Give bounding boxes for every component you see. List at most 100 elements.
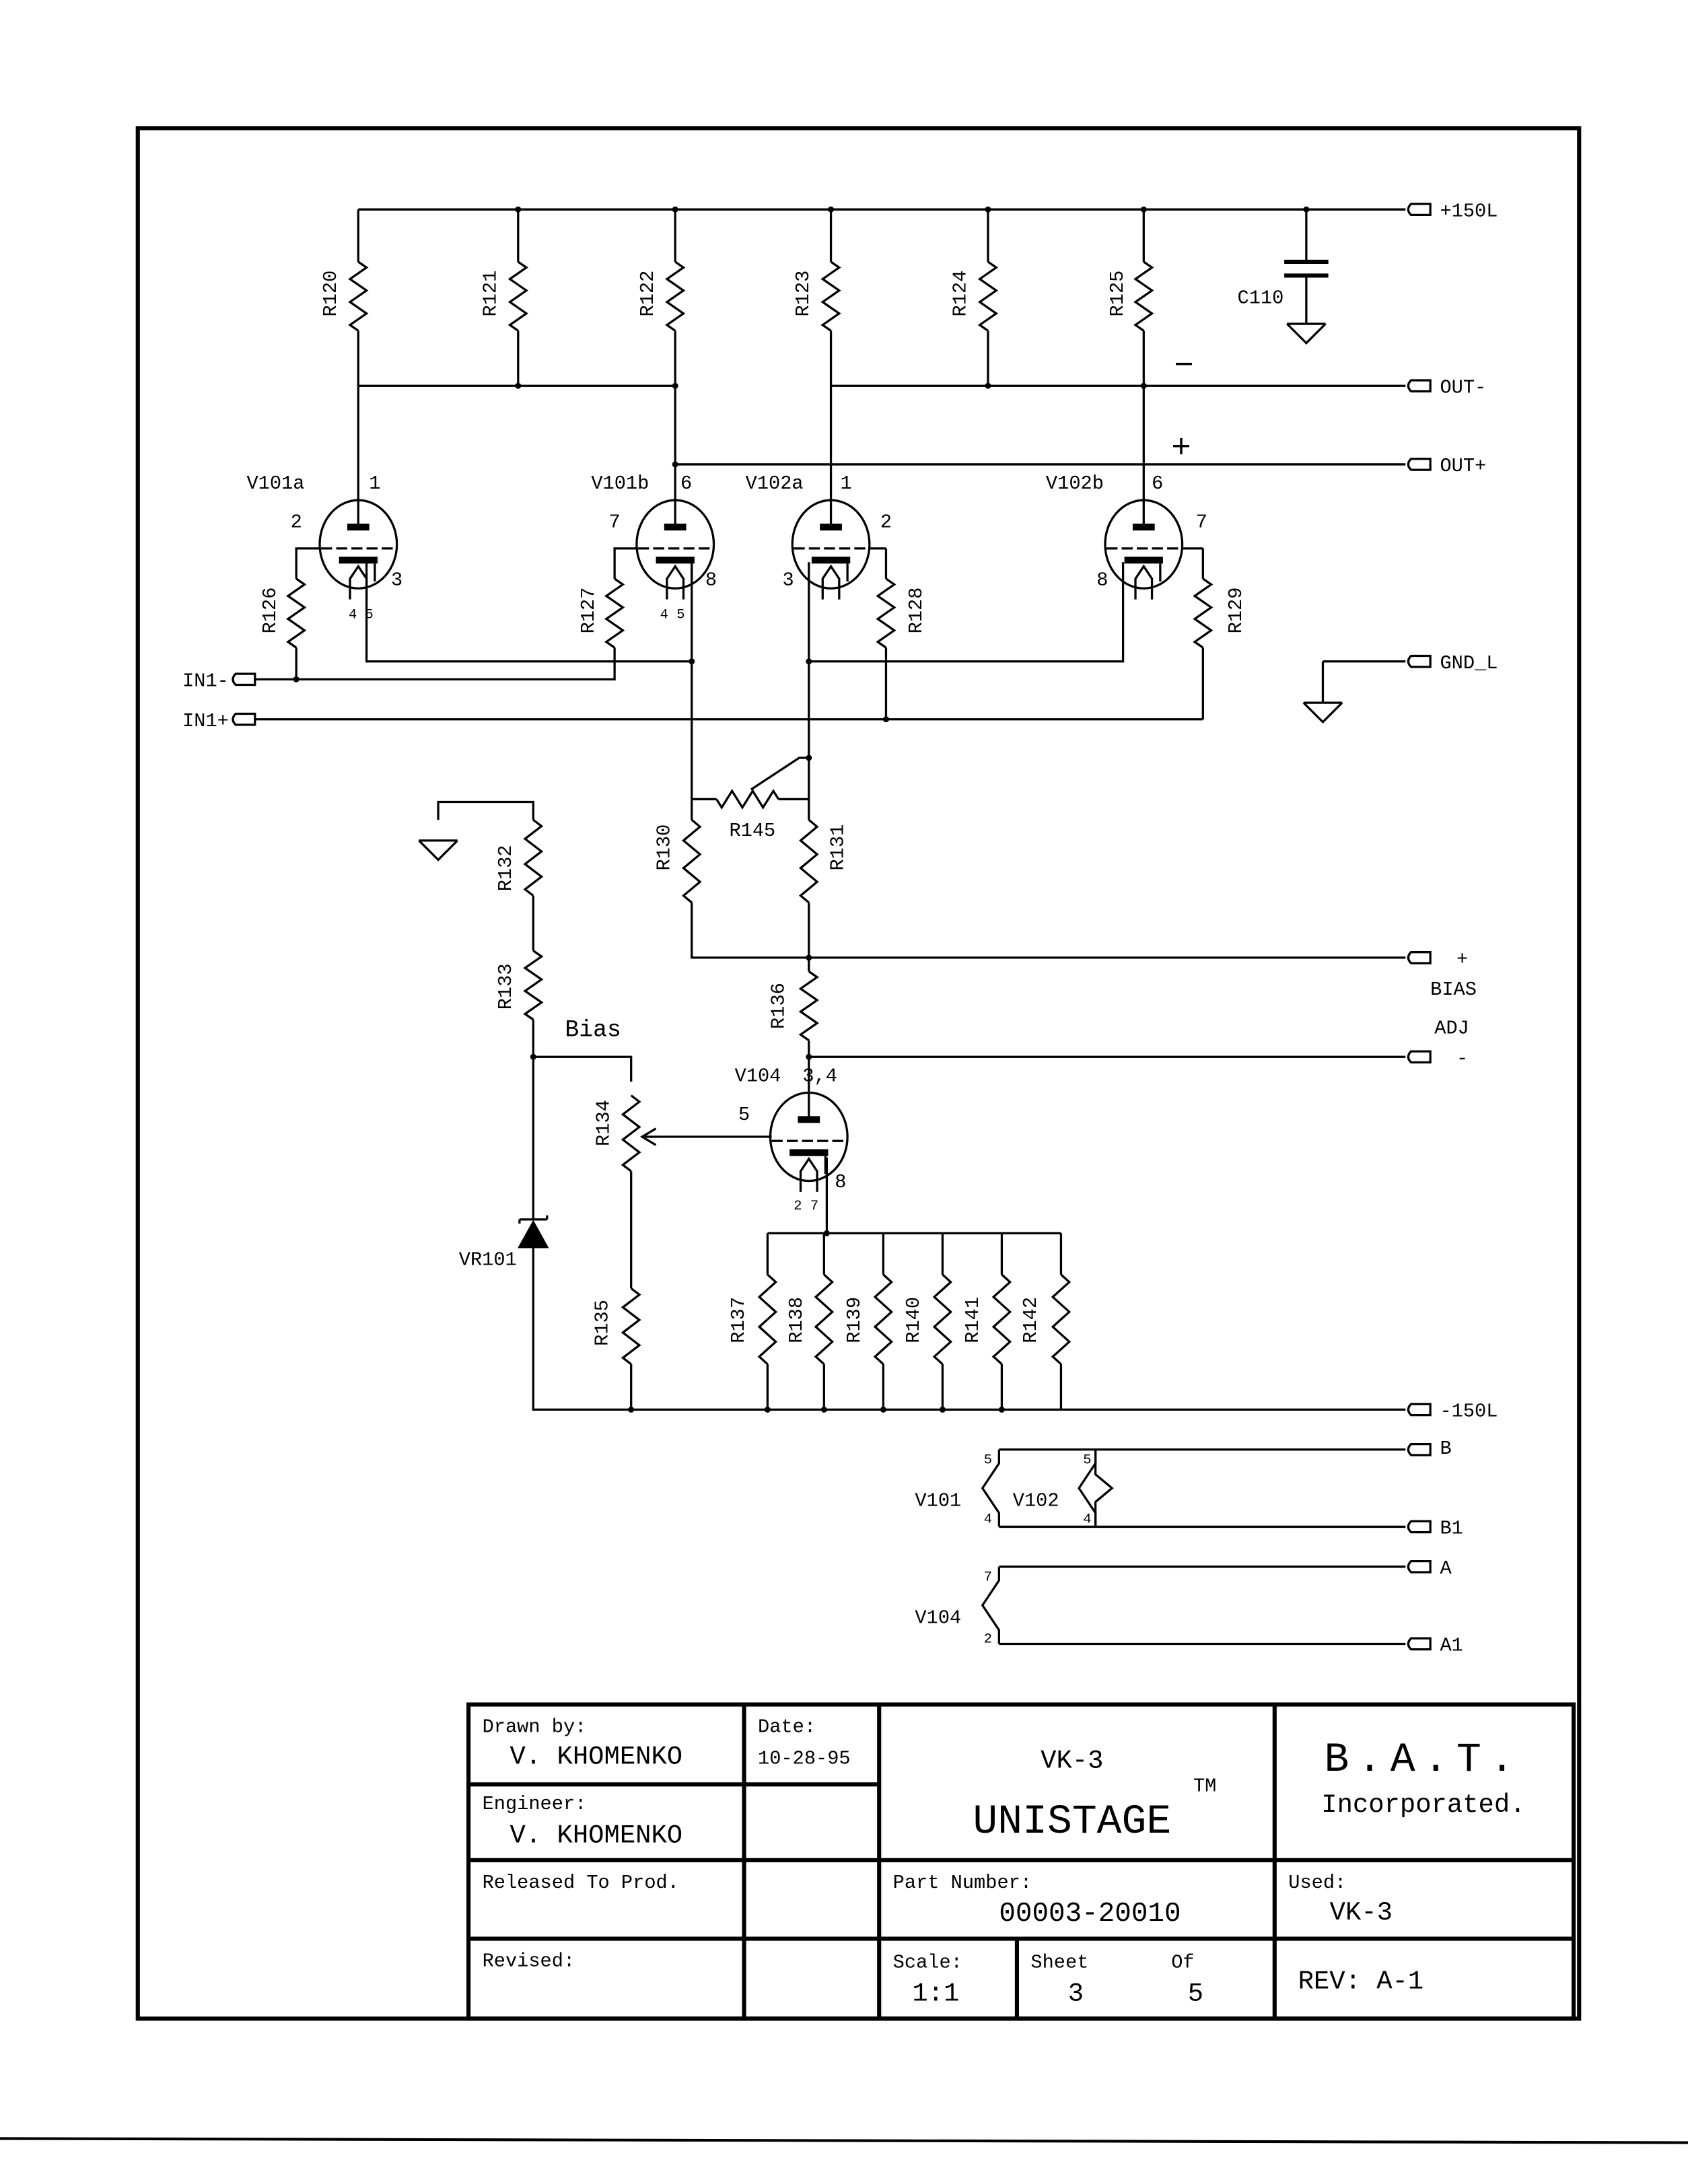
resistor-zigzag — [798, 971, 819, 1042]
product-model: VK-3 — [1041, 1747, 1103, 1776]
resistor-r129 — [1193, 577, 1214, 649]
tube-pin: 8 — [705, 569, 717, 591]
bias-label: Bias — [565, 1018, 621, 1044]
resistor-r126 — [286, 577, 307, 649]
tube-v102a — [791, 499, 871, 600]
resistor-zigzag — [1051, 1273, 1071, 1366]
resistor-r123 — [820, 260, 841, 332]
resistor-r132 — [523, 818, 544, 897]
net-label-out-minus: OUT- — [1440, 376, 1486, 398]
resistor-zigzag — [604, 577, 625, 649]
net-label-b1: B1 — [1440, 1518, 1463, 1540]
tube-v101b — [635, 499, 715, 600]
resistor-label: R129 — [1225, 588, 1247, 634]
net-label-adj: ADJ — [1434, 1017, 1469, 1039]
resistor-zigzag — [523, 818, 544, 897]
tube-pin: 1 — [369, 472, 380, 495]
resistor-r120 — [348, 260, 369, 332]
tube-pin: 5 — [738, 1104, 750, 1126]
junction-dot — [806, 954, 812, 961]
resistor-r142 — [1051, 1273, 1071, 1366]
trademark: TM — [1193, 1775, 1216, 1798]
of: 5 — [1188, 1979, 1203, 2009]
date: 10-28-95 — [758, 1748, 851, 1770]
connector-icon — [1407, 203, 1432, 217]
company-sub: Incorporated. — [1321, 1790, 1525, 1820]
tube-pin: 1 — [840, 472, 851, 495]
polarity-plus: + — [1171, 430, 1191, 468]
resistor-label: R136 — [767, 983, 789, 1029]
resistor-label: R130 — [653, 824, 675, 871]
connector-icon — [1407, 1559, 1432, 1574]
heater-label-v104: V104 — [915, 1607, 961, 1629]
wire — [365, 562, 692, 663]
company: B.A.T. — [1324, 1737, 1522, 1784]
revised-label: Revised: — [483, 1950, 575, 1973]
resistor-r133 — [523, 950, 544, 1021]
resistor-r141 — [991, 1273, 1012, 1366]
tube-v104 — [769, 1091, 849, 1192]
tube-pin: 3 — [391, 569, 402, 591]
resistor-label: R127 — [577, 588, 600, 634]
tube-pin: 3 — [782, 569, 794, 591]
title-block: Drawn by: V. KHOMENKO Date: 10-28-95 Eng… — [466, 1702, 1576, 2021]
tube-plate — [820, 523, 842, 531]
resistor-label: R133 — [495, 963, 517, 1010]
resistor-label: R137 — [728, 1297, 750, 1343]
heater-label-v101: V101 — [915, 1490, 961, 1512]
connector-icon — [1407, 1637, 1432, 1651]
junction-dot — [672, 461, 678, 468]
tube-pin: 2 7 — [794, 1199, 818, 1214]
junction-dot — [823, 1230, 830, 1236]
junction-dot — [530, 1053, 536, 1060]
resistor-r124 — [977, 260, 999, 332]
revision: REV: A-1 — [1298, 1967, 1424, 1996]
junction-dot — [689, 658, 695, 665]
resistor-label: R141 — [962, 1297, 984, 1343]
resistor-r135 — [621, 1287, 641, 1366]
part-number-label: Part Number: — [893, 1872, 1032, 1894]
heater-pin: 5 — [984, 1452, 992, 1468]
connector-icon — [232, 672, 256, 686]
resistor-zigzag — [977, 260, 999, 332]
junction-dot — [985, 206, 991, 213]
wire — [613, 547, 637, 579]
net-label-a1: A1 — [1440, 1635, 1463, 1657]
tube-heater — [666, 564, 685, 600]
tube-cathode — [656, 557, 695, 564]
net-label-bias-plus: + — [1456, 948, 1468, 971]
resistor-zigzag — [798, 818, 819, 904]
heater-winding-icon — [1094, 1449, 1114, 1527]
tube-pin: 8 — [1096, 569, 1108, 591]
resistor-zigzag — [286, 577, 307, 649]
wire — [437, 800, 534, 820]
scale: 1:1 — [912, 1979, 959, 2009]
resistor-label: R123 — [792, 271, 814, 317]
resistor-label: R120 — [320, 271, 342, 317]
connector-icon — [1407, 654, 1432, 668]
polarity-minus: − — [1174, 347, 1193, 385]
heater-pin: 7 — [984, 1570, 992, 1585]
tube-pin: 7 — [609, 512, 621, 534]
resistor-label: R142 — [1020, 1297, 1042, 1343]
resistor-r128 — [876, 577, 896, 649]
resistor-label: R135 — [591, 1300, 613, 1346]
wire — [295, 547, 320, 579]
wire — [750, 756, 809, 791]
net-label-a: A — [1440, 1557, 1452, 1580]
resistor-r127 — [604, 577, 625, 649]
tube-plate — [664, 523, 687, 531]
tube-pin: 4 5 — [660, 608, 685, 623]
tube-pin: 2 — [291, 512, 302, 534]
resistor-r131 — [798, 818, 819, 904]
junction-dot — [806, 658, 812, 665]
resistor-label: R140 — [903, 1297, 925, 1343]
drawing-frame — [135, 126, 1582, 2021]
tube-pin: 2 — [880, 512, 892, 534]
tube-plate — [1132, 523, 1155, 531]
drawn-by: V. KHOMENKO — [510, 1742, 683, 1772]
resistor-zigzag — [621, 1094, 641, 1172]
junction-dot — [806, 1053, 812, 1060]
